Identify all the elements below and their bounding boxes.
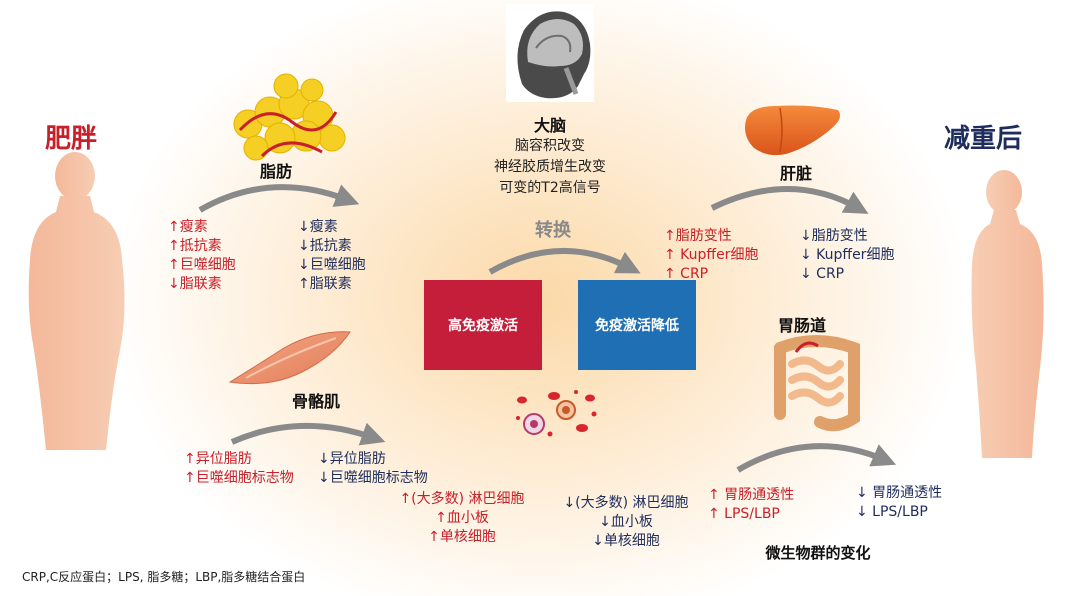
liver-after-list: ↓脂肪变性 ↓ Kupffer细胞 ↓ CRP xyxy=(800,227,924,284)
liver-before-item: ↑脂肪变性 xyxy=(664,228,732,244)
fat-after-list: ↓瘦素 ↓抵抗素 ↓巨噬细胞 ↑脂联素 xyxy=(298,218,398,294)
muscle-before-list: ↑异位脂肪 ↑巨噬细胞标志物 xyxy=(184,450,324,488)
muscle-title: 骨骼肌 xyxy=(291,392,340,411)
switch-label: 转换 xyxy=(535,220,571,241)
blood-after-list: ↓(大多数) 淋巴细胞 ↓血小板 ↓单核细胞 xyxy=(546,494,706,551)
fat-before-list: ↑瘦素 ↑抵抗素 ↑巨噬细胞 ↓脂联素 xyxy=(168,218,268,294)
gut-before-item: ↑ LPS/LBP xyxy=(708,506,780,522)
slim-body-icon xyxy=(971,170,1044,458)
fat-before-item: ↓脂联素 xyxy=(168,276,222,292)
muscle-after-item: ↓巨噬细胞标志物 xyxy=(318,470,428,486)
high-immune-box: 高免疫激活 xyxy=(424,280,542,370)
muscle-arrow xyxy=(230,422,386,446)
liver-title: 肝脏 xyxy=(779,164,812,183)
blood-before-list: ↑(大多数) 淋巴细胞 ↑血小板 ↑单核细胞 xyxy=(384,490,540,547)
liver-icon xyxy=(745,105,840,156)
liver-after-item: ↓脂肪变性 xyxy=(800,228,868,244)
gut-after-list: ↓ 胃肠通透性 ↓ LPS/LBP xyxy=(856,484,976,522)
liver-after-item: ↓ Kupffer细胞 xyxy=(800,247,895,263)
blood-after-item: ↓(大多数) 淋巴细胞 xyxy=(563,495,689,511)
brain-title: 大脑 xyxy=(533,116,566,135)
brain-line: 可变的T2高信号 xyxy=(499,180,601,196)
blood-after-item: ↓血小板 xyxy=(599,514,653,530)
gut-before-list: ↑ 胃肠通透性 ↑ LPS/LBP xyxy=(708,486,828,524)
blood-before-item: ↑(大多数) 淋巴细胞 xyxy=(399,491,525,507)
fat-tissue-icon xyxy=(233,73,346,161)
blood-before-item: ↑血小板 xyxy=(435,510,489,526)
brain-block: 大脑 脑容积改变 神经胶质增生改变 可变的T2高信号 xyxy=(460,112,640,199)
liver-arrow xyxy=(710,186,869,214)
gut-caption: 微生物群的变化 xyxy=(765,544,871,562)
fat-arrow xyxy=(198,184,360,213)
liver-before-list: ↑脂肪变性 ↑ Kupffer细胞 ↑ CRP xyxy=(664,227,788,284)
fat-after-item: ↓巨噬细胞 xyxy=(298,257,366,273)
blood-before-item: ↑单核细胞 xyxy=(428,529,496,545)
muscle-before-item: ↑异位脂肪 xyxy=(184,451,252,467)
blood-cells-icon xyxy=(516,390,597,437)
muscle-after-item: ↓异位脂肪 xyxy=(318,451,386,467)
footnote: CRP,C反应蛋白；LPS, 脂多糖；LBP,脂多糖结合蛋白 xyxy=(22,570,306,584)
liver-after-item: ↓ CRP xyxy=(800,266,845,282)
brain-mri-icon xyxy=(506,4,594,102)
muscle-icon xyxy=(228,331,351,385)
low-immune-box: 免疫激活降低 xyxy=(578,280,696,370)
fat-after-item: ↓抵抗素 xyxy=(298,238,352,254)
obese-body-icon xyxy=(28,152,125,450)
gut-title: 胃肠道 xyxy=(777,316,826,335)
gut-before-item: ↑ 胃肠通透性 xyxy=(708,487,795,503)
liver-before-item: ↑ CRP xyxy=(664,266,709,282)
gut-after-item: ↓ LPS/LBP xyxy=(856,504,928,520)
fat-after-item: ↑脂联素 xyxy=(298,276,352,292)
fat-before-item: ↑巨噬细胞 xyxy=(168,257,236,273)
blood-after-item: ↓单核细胞 xyxy=(592,533,660,549)
fat-before-item: ↑瘦素 xyxy=(168,219,208,235)
fat-title: 脂肪 xyxy=(259,162,292,181)
right-title: 减重后 xyxy=(944,124,1023,154)
muscle-after-list: ↓异位脂肪 ↓巨噬细胞标志物 xyxy=(318,450,468,488)
gut-arrow xyxy=(736,443,897,473)
left-title: 肥胖 xyxy=(45,124,98,154)
brain-line: 神经胶质增生改变 xyxy=(494,159,606,175)
fat-after-item: ↓瘦素 xyxy=(298,219,338,235)
muscle-before-item: ↑巨噬细胞标志物 xyxy=(184,470,294,486)
switch-arrow xyxy=(488,247,641,275)
fat-before-item: ↑抵抗素 xyxy=(168,238,222,254)
brain-line: 脑容积改变 xyxy=(515,138,585,154)
liver-before-item: ↑ Kupffer细胞 xyxy=(664,247,759,263)
gut-icon xyxy=(774,335,860,432)
gut-after-item: ↓ 胃肠通透性 xyxy=(856,485,943,501)
